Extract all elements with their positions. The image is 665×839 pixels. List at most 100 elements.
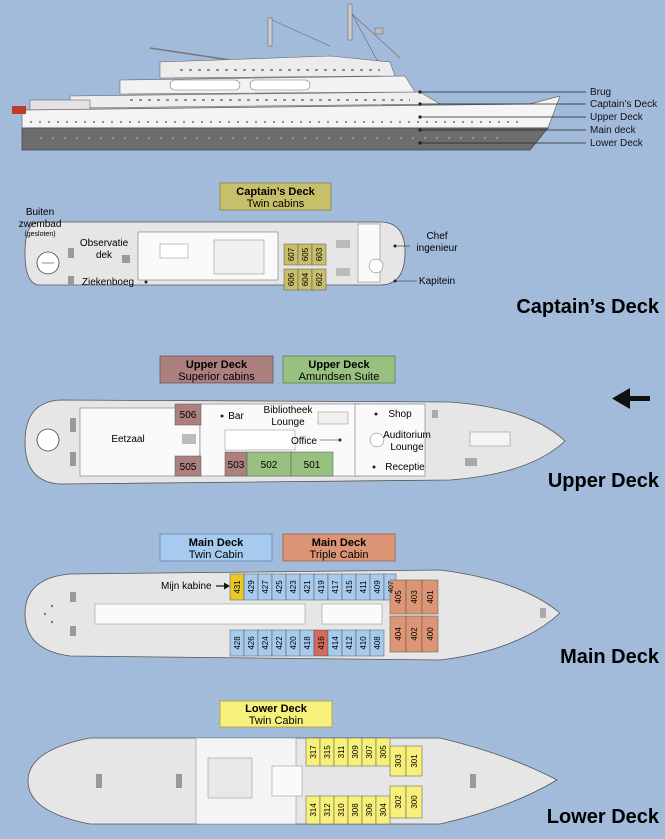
- office-label: Office: [291, 436, 317, 447]
- observation-label: dek: [96, 250, 113, 261]
- upper-legend-a-box: [159, 355, 274, 384]
- main-deck-title: Main Deck: [560, 646, 660, 668]
- cabin-label: 412: [345, 636, 354, 650]
- cabin-label: 307: [365, 745, 374, 759]
- main-legend-a-title: Main Deck: [189, 537, 244, 549]
- cabin-label: 420: [289, 636, 298, 650]
- cabin-501[interactable]: [290, 451, 334, 477]
- cabin-label: 425: [275, 580, 284, 594]
- captain-label: Kapitein: [419, 276, 455, 287]
- cabin-400[interactable]: [421, 615, 439, 653]
- pool-label: (gesloten): [24, 231, 55, 238]
- cabin-505[interactable]: [174, 455, 202, 477]
- label-captains-deck: Captain’s Deck: [590, 99, 658, 110]
- label-brug: Brug: [590, 87, 611, 98]
- captains-legend-subtitle: Twin cabins: [247, 198, 305, 210]
- cabin-502[interactable]: [246, 451, 292, 477]
- cabin-603[interactable]: [311, 243, 327, 266]
- cabin-label: 315: [323, 745, 332, 759]
- cabin-label: 317: [309, 745, 318, 759]
- cabin-label: 305: [379, 745, 388, 759]
- cabin-label: 602: [315, 272, 324, 286]
- label-upper-deck: Upper Deck: [590, 112, 644, 123]
- lower-cabins: 317 315 311 309 307 305 303 301 314 312 …: [305, 737, 423, 825]
- cabin-label: 404: [394, 627, 403, 641]
- cabin-label: 308: [351, 803, 360, 817]
- cabin-label: 410: [359, 636, 368, 650]
- cabin-label: 606: [287, 272, 296, 286]
- captains-deck-section: Captain’s Deck Twin cabins 607 605 603: [19, 182, 660, 318]
- cabin-506[interactable]: [174, 403, 202, 426]
- pool-label: Buiten: [26, 207, 54, 218]
- cabin-label: 501: [304, 460, 321, 471]
- main-cabins: 431 429 427 425 423 421 419 417 415 411 …: [229, 573, 439, 657]
- hospital-label: Ziekenboeg: [82, 277, 134, 288]
- main-legend-b-subtitle: Triple Cabin: [310, 549, 369, 561]
- cabin-301[interactable]: [405, 745, 423, 777]
- ship-profile: [12, 3, 561, 151]
- auditorium-label: Auditorium: [383, 430, 431, 441]
- cabin-label: 314: [309, 803, 318, 817]
- cabin-label: 419: [317, 580, 326, 594]
- shop-label: Shop: [388, 409, 412, 420]
- cabin-label: 415: [345, 580, 354, 594]
- observation-label: Observatie: [80, 238, 129, 249]
- pool-label: zwembad: [19, 219, 62, 230]
- profile-callouts: Brug Captain’s Deck Upper Deck Main deck…: [418, 87, 658, 149]
- cabin-label: 503: [228, 460, 245, 471]
- cabin-label: 505: [180, 462, 197, 473]
- cabin-label: 408: [373, 636, 382, 650]
- cabin-label: 409: [373, 580, 382, 594]
- cabin-label: 407: [388, 581, 395, 593]
- cabin-label: 604: [301, 272, 310, 286]
- cabin-label: 405: [394, 590, 403, 604]
- upper-legend-a-subtitle: Superior cabins: [178, 371, 255, 383]
- cabin-label: 311: [337, 745, 346, 758]
- cabin-label: 426: [247, 636, 256, 650]
- cabin-label: 401: [426, 590, 435, 604]
- main-legend-a-box: [159, 533, 273, 562]
- chief-label: Chef: [426, 231, 447, 242]
- cabin-label: 427: [261, 580, 270, 594]
- cabin-401[interactable]: [421, 579, 439, 615]
- dining-label: Eetzaal: [111, 434, 144, 445]
- cabin-label: 506: [180, 410, 197, 421]
- cabin-602[interactable]: [311, 268, 327, 291]
- arrow-left-icon: [612, 388, 650, 409]
- main-deck-section: Main Deck Twin Cabin Main Deck Triple Ca…: [24, 533, 660, 668]
- cabin-408[interactable]: [369, 629, 385, 657]
- cabin-label: 607: [287, 247, 296, 261]
- library-label: Lounge: [271, 417, 305, 428]
- main-legend-b-title: Main Deck: [312, 537, 367, 549]
- cabin-label: 416: [317, 636, 326, 650]
- upper-legend-a-title: Upper Deck: [186, 359, 248, 371]
- cabin-label: 303: [394, 754, 403, 768]
- cabin-label: 428: [233, 636, 242, 650]
- lower-deck-section: Lower Deck Twin Cabin 317 31: [27, 700, 660, 828]
- lower-legend-title: Lower Deck: [245, 703, 308, 715]
- main-legend-a-subtitle: Twin Cabin: [189, 549, 243, 561]
- captains-legend-title: Captain’s Deck: [236, 186, 315, 198]
- cabin-300[interactable]: [405, 785, 423, 819]
- captains-cabins: 607 605 603 606 604 602: [283, 243, 327, 291]
- cabin-label: 309: [351, 745, 360, 759]
- cabin-label: 402: [410, 627, 419, 641]
- upper-legend-b-box: [282, 355, 396, 384]
- label-lower-deck: Lower Deck: [590, 138, 644, 149]
- my-cabin-label: Mijn kabine: [161, 581, 212, 592]
- cabin-label: 414: [331, 636, 340, 650]
- captains-deck-title: Captain’s Deck: [516, 296, 660, 318]
- label-main-deck: Main deck: [590, 125, 637, 136]
- cabin-label: 400: [426, 627, 435, 641]
- captains-legend-box: [219, 182, 332, 211]
- lower-legend-box: [219, 700, 333, 728]
- cabin-label: 431: [233, 580, 242, 594]
- cabin-label: 418: [303, 636, 312, 650]
- cabin-label: 417: [331, 580, 340, 594]
- cabin-label: 302: [394, 795, 403, 809]
- lower-deck-title: Lower Deck: [547, 806, 660, 828]
- cabin-label: 422: [275, 636, 284, 650]
- cabin-label: 423: [289, 580, 298, 594]
- cabin-label: 300: [410, 795, 419, 809]
